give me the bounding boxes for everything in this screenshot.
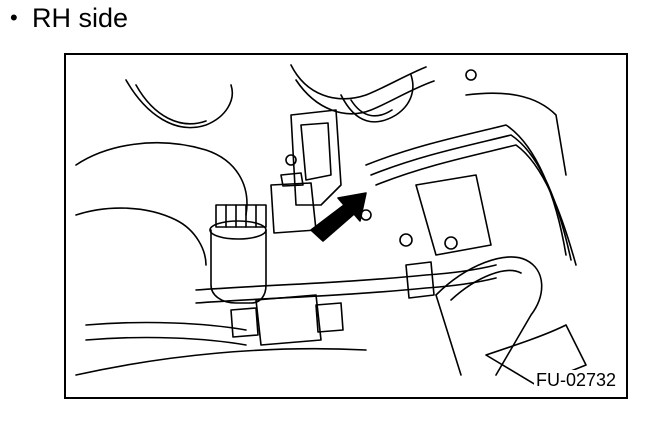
- top-loop-hose: [340, 74, 414, 123]
- bolt-1: [285, 154, 297, 166]
- bracket-detail: [300, 122, 332, 181]
- connector-tab: [280, 172, 304, 187]
- sensor-nut: [315, 302, 344, 333]
- engine-block-outline: [75, 141, 248, 216]
- left-top-hose-edge: [135, 84, 207, 125]
- left-top-hose: [125, 79, 233, 129]
- bolt-5: [465, 69, 477, 81]
- bottom-pipe-3: [75, 347, 367, 376]
- right-engine-cover: [465, 92, 567, 176]
- cylinder-housing: [210, 229, 267, 304]
- figure-code: FU-02732: [533, 370, 618, 391]
- pointer-arrow: [310, 192, 367, 242]
- duct-bellows: [485, 324, 587, 386]
- sensor-plug: [230, 307, 259, 338]
- bottom-pipe-1: [85, 321, 247, 331]
- connector-block: [270, 182, 317, 234]
- upper-hose: [290, 64, 427, 100]
- intake-duct: [435, 256, 543, 376]
- wire-bundle-1: [365, 124, 567, 256]
- sensor-body: [255, 294, 322, 346]
- bullet-icon: •: [10, 5, 18, 30]
- heading-text: RH side: [32, 2, 129, 33]
- fuel-pipe-lower: [195, 277, 497, 304]
- right-bracket: [415, 174, 492, 256]
- bolt-3: [399, 233, 413, 247]
- cylinder-cap: [209, 220, 267, 240]
- section-heading: • RH side: [10, 0, 128, 36]
- wire-bundle-2: [370, 134, 572, 261]
- ribbed-detail: [225, 204, 257, 228]
- engine-block-lower: [75, 207, 207, 266]
- pipe-clamp: [405, 261, 435, 299]
- intake-duct-lower: [435, 294, 462, 376]
- top-loop-hose-edge: [350, 99, 393, 117]
- bracket-plate: [290, 109, 342, 206]
- engine-line-drawing: [75, 64, 587, 386]
- ribbed-connector: [215, 204, 267, 228]
- bottom-pipe-2: [85, 336, 247, 346]
- bolt-4: [444, 236, 458, 250]
- wire-bundle-3: [375, 144, 577, 266]
- engine-illustration-frame: FU-02732: [64, 53, 628, 399]
- intake-duct-inner: [450, 269, 522, 301]
